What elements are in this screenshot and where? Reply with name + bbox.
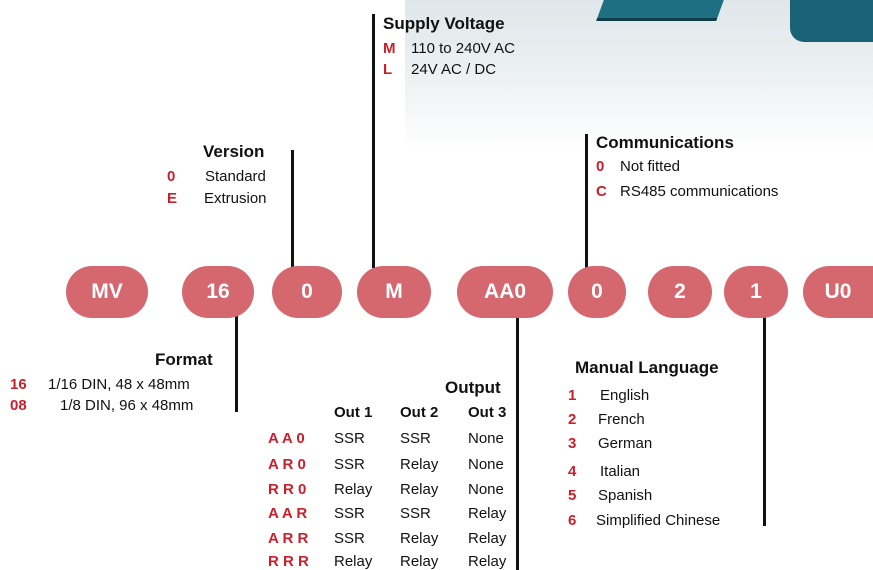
supply-voltage-title: Supply Voltage	[383, 14, 505, 33]
output-row-code: R R R	[268, 553, 309, 570]
format-text-08: 1/8 DIN, 96 x 48mm	[60, 397, 194, 414]
format-code-16: 16	[10, 376, 27, 393]
output-row-cell: SSR	[334, 456, 365, 473]
output-row-code: A A 0	[268, 430, 305, 447]
output-row-cell: Relay	[334, 553, 373, 570]
output-connector-line	[516, 316, 519, 570]
manual-language-title: Manual Language	[575, 358, 719, 377]
output-header-out2: Out 2	[400, 404, 439, 421]
code-pill-version: 0	[272, 266, 342, 318]
code-pill-language: 1	[724, 266, 788, 318]
language-text: Spanish	[598, 487, 653, 504]
output-row-cell: Relay	[334, 481, 373, 498]
output-row-cell: Relay	[468, 505, 507, 522]
supply-code-m: M	[383, 40, 396, 57]
output-row-code: A R R	[268, 530, 309, 547]
output-row-cell: Relay	[400, 481, 439, 498]
language-code: 3	[568, 435, 577, 452]
language-code: 5	[568, 487, 577, 504]
code-pill-series: MV	[66, 266, 148, 318]
language-code: 6	[568, 512, 577, 529]
output-title: Output	[445, 378, 501, 397]
code-pill-supply: M	[357, 266, 431, 318]
code-pill-option: 2	[648, 266, 712, 318]
version-text-0: Standard	[205, 168, 266, 185]
output-row-code: A A R	[268, 505, 308, 522]
supply-text-m: 110 to 240V AC	[411, 40, 515, 57]
output-row-cell: Relay	[468, 553, 507, 570]
language-text: German	[598, 435, 653, 452]
output-header-out1: Out 1	[334, 404, 373, 421]
output-row-cell: SSR	[334, 505, 365, 522]
language-text: French	[598, 411, 645, 428]
format-title: Format	[155, 350, 213, 369]
version-code-e: E	[167, 190, 178, 207]
version-title: Version	[203, 142, 265, 161]
communications-title: Communications	[596, 133, 734, 152]
code-pill-output: AA0	[457, 266, 553, 318]
output-row-cell: Relay	[400, 530, 439, 547]
version-code-0: 0	[167, 168, 176, 185]
output-row-cell: Relay	[400, 553, 439, 570]
language-text: Simplified Chinese	[596, 512, 721, 529]
language-code: 2	[568, 411, 577, 428]
supply-connector-line	[372, 14, 375, 268]
output-header-out3: Out 3	[468, 404, 507, 421]
language-text: Italian	[600, 463, 641, 480]
controller-device-image	[596, 0, 724, 21]
comms-code-c: C	[596, 183, 607, 200]
code-pill-format: 16	[182, 266, 254, 318]
output-row-code: R R 0	[268, 481, 307, 498]
version-connector-line	[291, 150, 294, 268]
output-row-cell: SSR	[400, 505, 431, 522]
language-code: 1	[568, 387, 577, 404]
language-text: English	[600, 387, 650, 404]
format-connector-line	[235, 316, 238, 412]
output-row-cell: None	[468, 430, 504, 447]
comms-text-c: RS485 communications	[620, 183, 779, 200]
format-text-16: 1/16 DIN, 48 x 48mm	[48, 376, 190, 393]
output-row-cell: None	[468, 481, 504, 498]
comms-code-0: 0	[596, 158, 605, 175]
output-row-cell: Relay	[468, 530, 507, 547]
output-row-cell: SSR	[334, 430, 365, 447]
version-text-e: Extrusion	[204, 190, 267, 207]
language-connector-line	[763, 316, 766, 526]
output-row-cell: None	[468, 456, 504, 473]
code-pill-comms: 0	[568, 266, 626, 318]
comms-connector-line	[585, 134, 588, 268]
controller-device-image-2	[790, 0, 873, 42]
language-code: 4	[568, 463, 577, 480]
output-row-cell: Relay	[400, 456, 439, 473]
code-pill-suffix: U0	[803, 266, 873, 318]
comms-text-0: Not fitted	[620, 158, 681, 175]
output-row-code: A R 0	[268, 456, 306, 473]
supply-code-l: L	[383, 61, 393, 78]
output-row-cell: SSR	[400, 430, 431, 447]
supply-text-l: 24V AC / DC	[411, 61, 497, 78]
format-code-08: 08	[10, 397, 27, 414]
output-row-cell: SSR	[334, 530, 365, 547]
